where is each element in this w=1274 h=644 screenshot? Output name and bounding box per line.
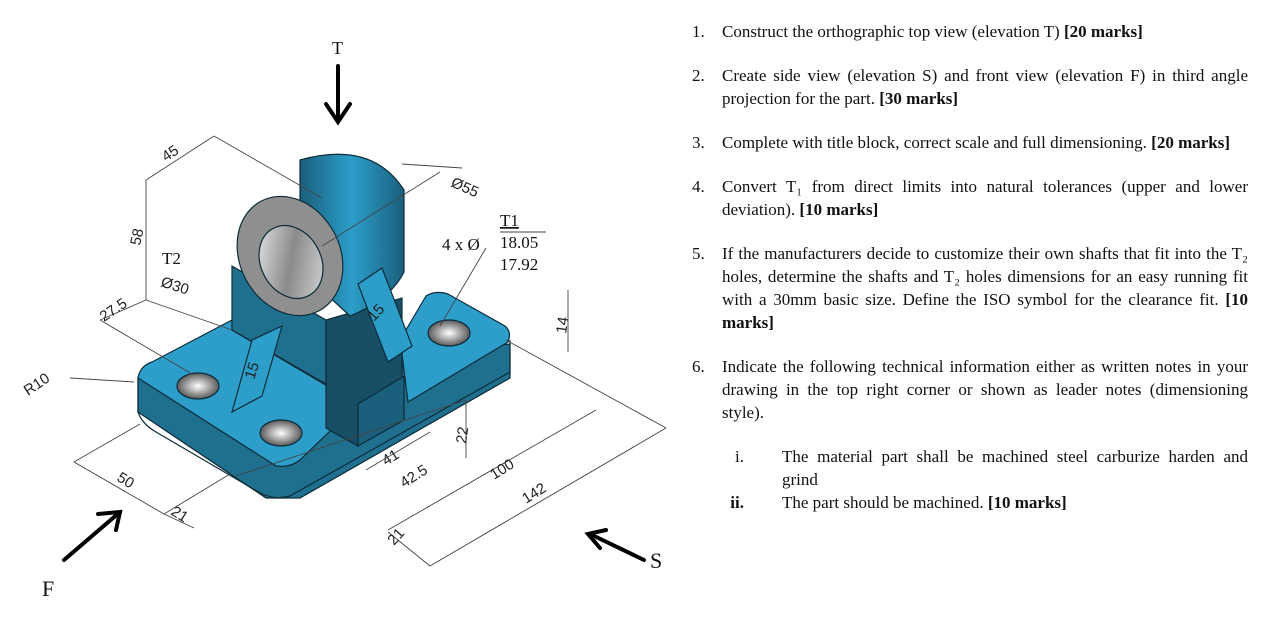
base-front-edge bbox=[137, 340, 511, 499]
task-number: 6. bbox=[692, 357, 705, 376]
dim-21-left: 21 bbox=[168, 503, 191, 526]
dim-58: 58 bbox=[127, 227, 147, 247]
task-item: 5. If the manufacturers decide to custom… bbox=[688, 242, 1248, 334]
arrow-front-shaft bbox=[62, 510, 122, 562]
task-marks: [20 marks] bbox=[1063, 22, 1143, 41]
rib-right bbox=[357, 267, 413, 363]
view-label-front: F bbox=[42, 576, 54, 601]
task-text: Indicate the following technical informa… bbox=[722, 357, 1248, 422]
dim-22: 22 bbox=[453, 426, 472, 445]
task-item: 2. Create side view (elevation S) and fr… bbox=[688, 64, 1248, 110]
upright-step-face bbox=[357, 374, 405, 448]
subtask-roman: ii. bbox=[730, 493, 744, 512]
task-number: 5. bbox=[692, 244, 705, 263]
task-text: Construct the orthographic top view (ele… bbox=[722, 22, 1064, 41]
holes-t1 bbox=[176, 319, 471, 447]
subtask-roman: i. bbox=[735, 447, 744, 466]
dim-t1-prefix: 4 x Ø bbox=[442, 235, 480, 254]
dim-t1-label: T1 bbox=[500, 211, 519, 230]
task-number: 3. bbox=[692, 133, 705, 152]
task-text-wrap: Construct the orthographic top view (ele… bbox=[722, 20, 1248, 43]
dim-15-rib-left: 15 bbox=[242, 360, 263, 381]
task-text-wrap: Complete with title block, correct scale… bbox=[722, 131, 1248, 154]
subtask-text: The material part shall be machined stee… bbox=[782, 447, 1248, 489]
task-marks: [20 marks] bbox=[1151, 133, 1231, 152]
hole-3 bbox=[427, 319, 471, 347]
task-marks: [10 marks] bbox=[722, 290, 1248, 332]
dimension-lines bbox=[69, 135, 667, 567]
task-item: 6. Indicate the following technical info… bbox=[688, 355, 1248, 424]
ribs bbox=[231, 267, 413, 414]
subtask-marks: [10 marks] bbox=[987, 493, 1067, 512]
task-text-wrap: Convert T₁ from direct limits into natur… bbox=[722, 175, 1248, 221]
task-item: 3. Complete with title block, correct sc… bbox=[688, 131, 1248, 154]
task-number: 2. bbox=[692, 66, 705, 85]
subtask-text-wrap: The part should be machined. [10 marks] bbox=[782, 491, 1248, 514]
task-text-wrap: If the manufacturers decide to customize… bbox=[722, 242, 1248, 334]
isometric-part-drawing: T S F 45 58 27.5 R10 50 21 41 42.5 100 1… bbox=[21, 38, 667, 601]
task-marks: [30 marks] bbox=[879, 89, 959, 108]
task-item: 4. Convert T₁ from direct limits into na… bbox=[688, 175, 1248, 221]
task-marks: [10 marks] bbox=[799, 200, 879, 219]
rib-left bbox=[231, 324, 283, 414]
subtask-item: ii. The part should be machined. [10 mar… bbox=[688, 491, 1248, 514]
view-arrows bbox=[62, 64, 646, 562]
subtask-text: The part should be machined. bbox=[782, 493, 988, 512]
task-number: 4. bbox=[692, 177, 705, 196]
task-text: Convert T₁ from direct limits into natur… bbox=[722, 177, 1248, 219]
task-text: Complete with title block, correct scale… bbox=[722, 133, 1152, 152]
subtask-item: i. The material part shall be machined s… bbox=[688, 445, 1248, 491]
dim-142: 142 bbox=[519, 480, 549, 508]
arrow-front-head bbox=[96, 509, 123, 532]
dim-t1-lower: 17.92 bbox=[500, 255, 538, 274]
subtask-list: i. The material part shall be machined s… bbox=[688, 445, 1248, 514]
dim-42-5: 42.5 bbox=[397, 462, 431, 492]
task-text: If the manufacturers decide to customize… bbox=[722, 244, 1248, 309]
view-label-top: T bbox=[332, 38, 343, 58]
dim-45: 45 bbox=[159, 142, 182, 165]
dim-14: 14 bbox=[553, 316, 572, 335]
bore-t2 bbox=[258, 225, 324, 299]
dim-100: 100 bbox=[487, 456, 517, 484]
dim-t2-label: T2 bbox=[162, 249, 181, 268]
task-number: 1. bbox=[692, 22, 705, 41]
subtask-text-wrap: The material part shall be machined stee… bbox=[782, 445, 1248, 491]
dim-r10: R10 bbox=[21, 370, 53, 399]
hole-1 bbox=[176, 372, 220, 400]
dim-t2-dia: Ø30 bbox=[159, 274, 191, 299]
dim-dia55: Ø55 bbox=[448, 174, 481, 201]
dim-t1-upper: 18.05 bbox=[500, 233, 538, 252]
arrow-side-head bbox=[584, 528, 608, 550]
task-text-wrap: Create side view (elevation S) and front… bbox=[722, 64, 1248, 110]
dim-41: 41 bbox=[379, 446, 402, 469]
task-item: 1. Construct the orthographic top view (… bbox=[688, 20, 1248, 43]
view-label-side: S bbox=[650, 548, 662, 573]
hole-2 bbox=[259, 419, 303, 447]
task-text-wrap: Indicate the following technical informa… bbox=[722, 355, 1248, 424]
task-list: 1. Construct the orthographic top view (… bbox=[688, 20, 1248, 514]
arrow-top-head bbox=[324, 102, 352, 126]
task-text: Create side view (elevation S) and front… bbox=[722, 66, 1248, 108]
arrow-side-shaft bbox=[588, 532, 646, 562]
dim-50: 50 bbox=[114, 469, 137, 492]
